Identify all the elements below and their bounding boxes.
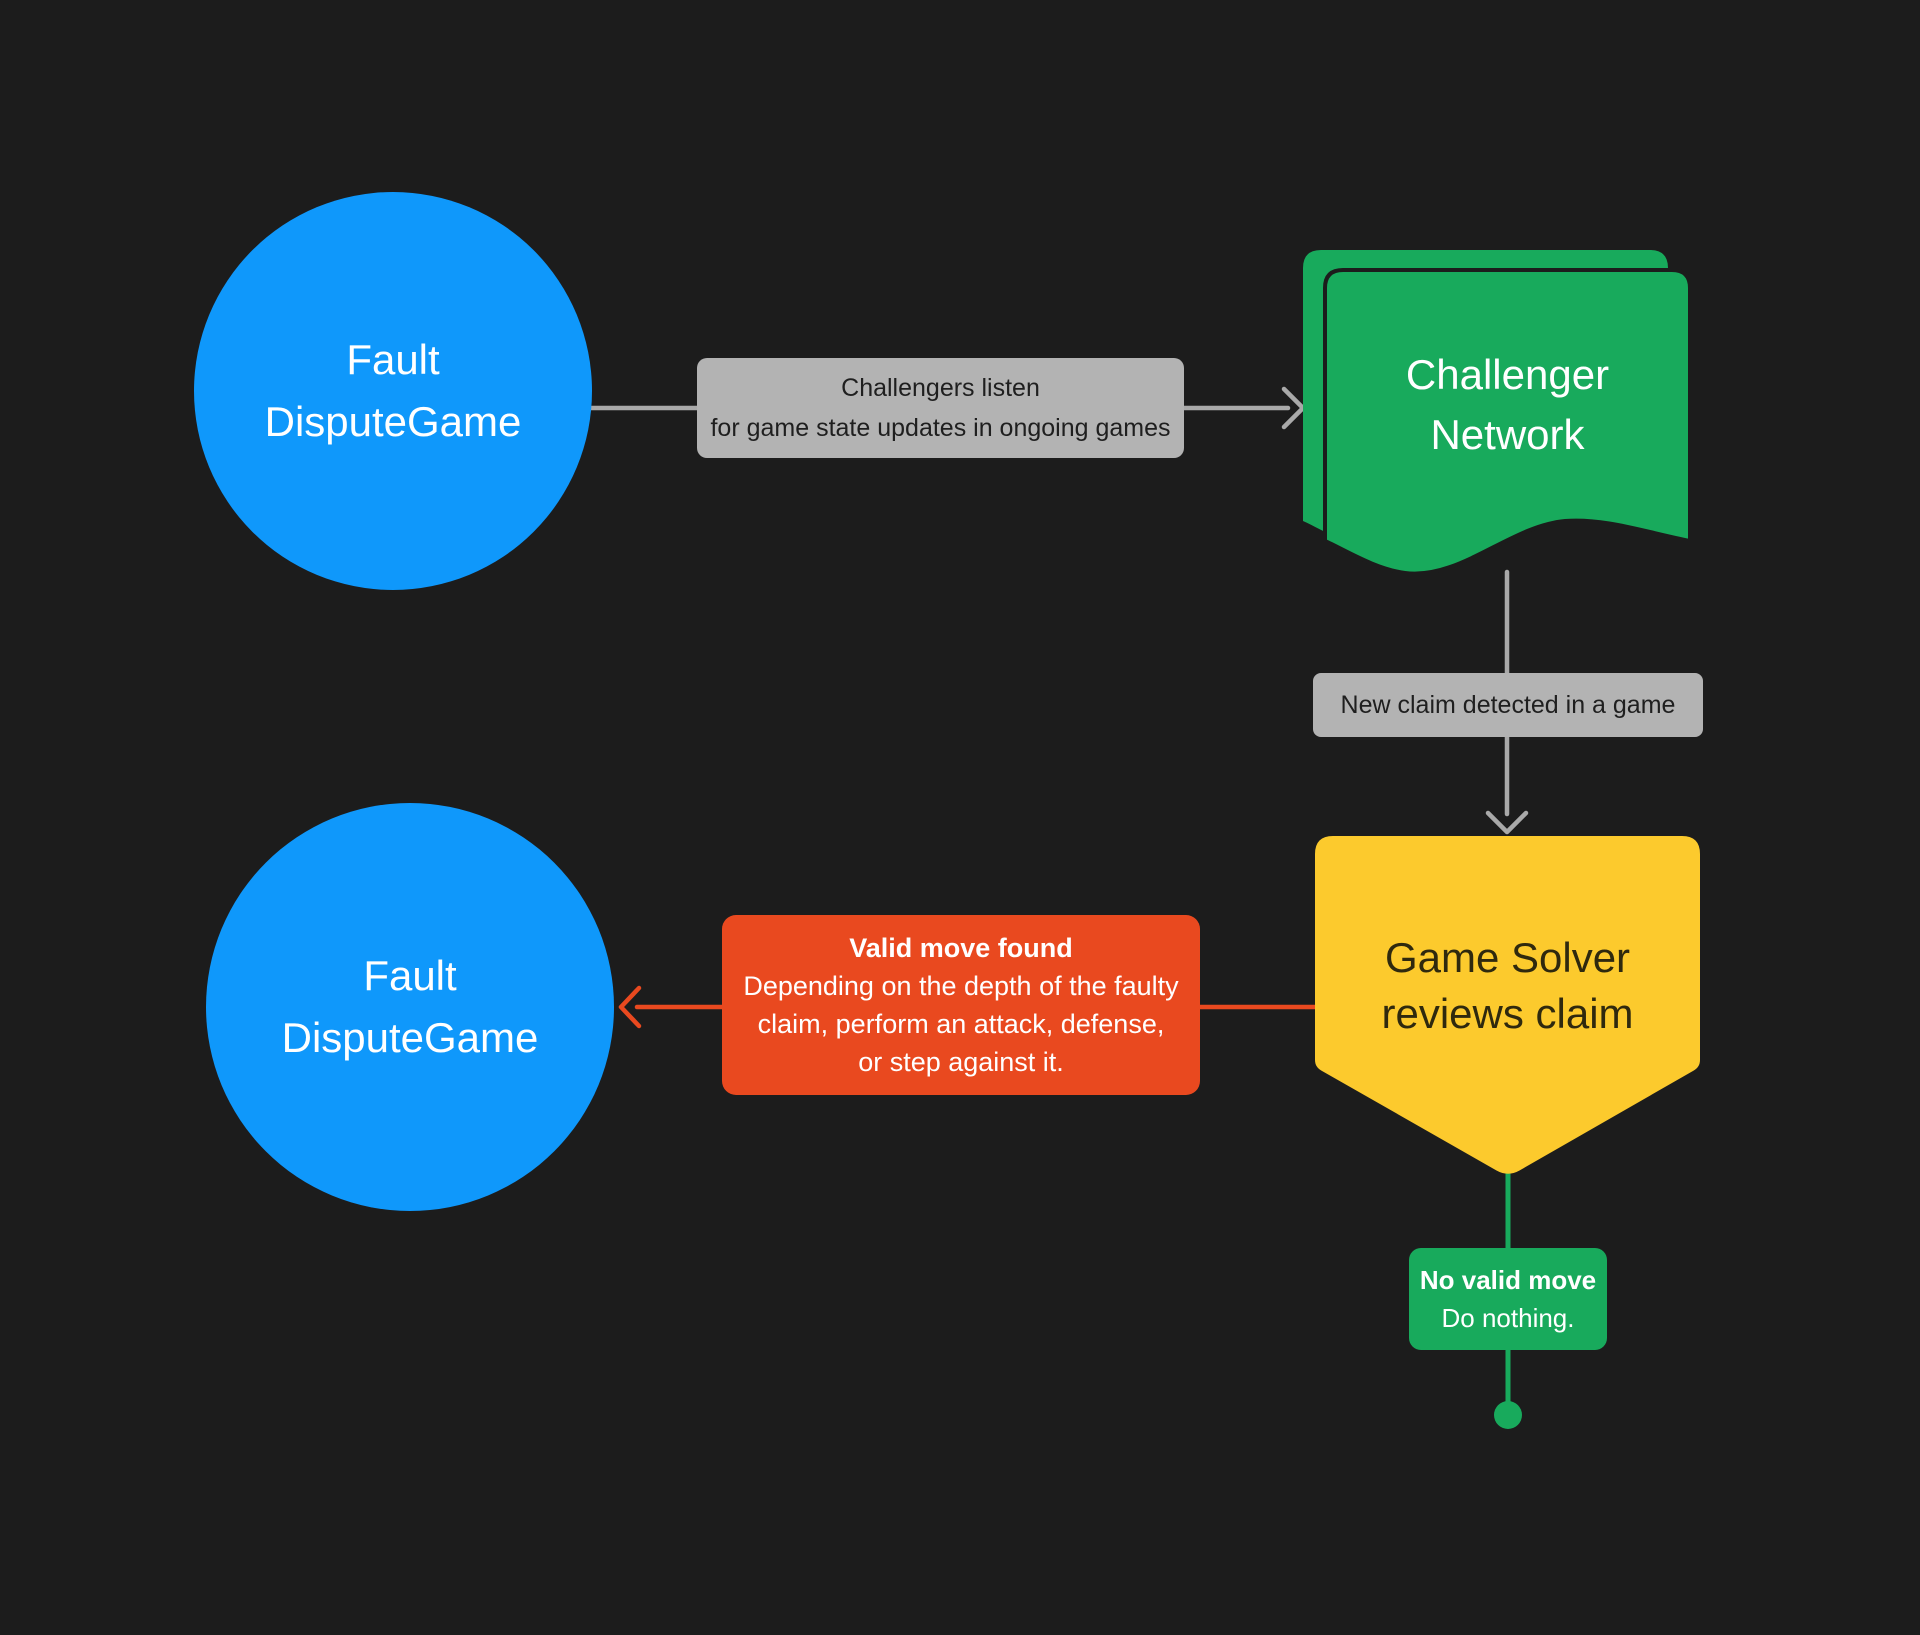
node-game-solver-shape: [1315, 836, 1700, 1174]
node-fault-dispute-game-top: Fault DisputeGame: [194, 192, 592, 590]
note-body-line: Depending on the depth of the faulty: [743, 971, 1179, 1001]
node-challenger-network-shape: [1303, 250, 1690, 576]
pentagon-shape: [1315, 836, 1700, 1174]
terminal-dot: [1494, 1401, 1522, 1429]
edge-label-challengers-listen: Challengers listen for game state update…: [697, 358, 1184, 458]
note-no-valid-move: No valid move Do nothing.: [1409, 1248, 1607, 1350]
note-title: Valid move found: [849, 933, 1073, 963]
node-label-line: Fault: [363, 952, 457, 999]
node-label-line: DisputeGame: [264, 398, 522, 445]
edge-label-line: New claim detected in a game: [1340, 691, 1676, 719]
node-label-line: DisputeGame: [281, 1014, 539, 1061]
node-label-line: Game Solver: [1384, 934, 1631, 981]
note-valid-move-found: Valid move found Depending on the depth …: [722, 915, 1200, 1095]
edge-label-new-claim: New claim detected in a game: [1313, 673, 1703, 737]
arrowhead-left-icon: [618, 985, 642, 1029]
note-body-line: Do nothing.: [1441, 1303, 1575, 1333]
node-fault-dispute-game-bottom: Fault DisputeGame: [206, 803, 614, 1211]
arrowhead-down-icon: [1485, 810, 1529, 835]
edge-label-line: Challengers listen: [841, 374, 1040, 402]
node-game-solver: Game Solver reviews claim: [1315, 836, 1700, 1136]
note-title: No valid move: [1419, 1265, 1597, 1295]
edge-label-line: for game state updates in ongoing games: [710, 414, 1171, 442]
node-label-line: reviews claim: [1381, 990, 1634, 1037]
node-challenger-network: Challenger Network: [1325, 270, 1690, 540]
note-body-line: claim, perform an attack, defense,: [757, 1009, 1165, 1039]
node-label-line: Fault: [346, 336, 440, 383]
note-body-line: or step against it.: [858, 1047, 1064, 1077]
node-label-line: Challenger: [1405, 351, 1610, 398]
node-label-line: Network: [1430, 411, 1585, 458]
